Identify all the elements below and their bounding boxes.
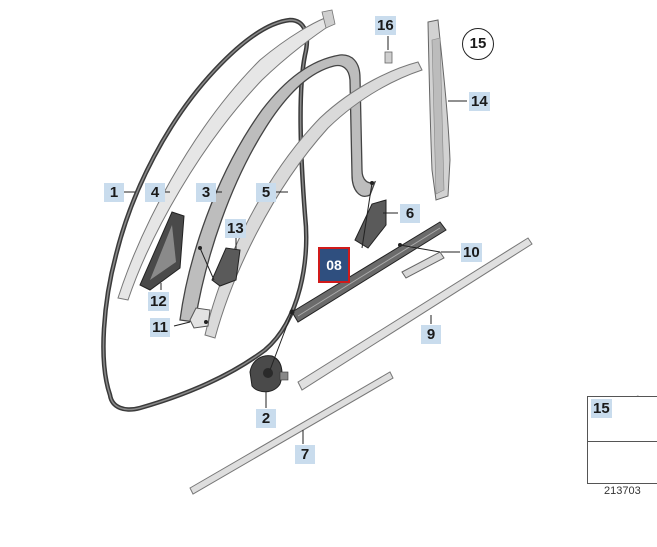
part-13-cover	[211, 247, 241, 287]
callout-3[interactable]: 3	[196, 183, 216, 202]
legend-divider	[588, 441, 657, 442]
callout-16[interactable]: 16	[375, 16, 396, 35]
leader-lines	[121, 36, 467, 444]
callout-13[interactable]: 13	[225, 219, 246, 238]
callout-9[interactable]: 9	[421, 325, 441, 344]
callout-11[interactable]: 11	[150, 318, 170, 337]
callout-14[interactable]: 14	[469, 92, 490, 111]
reference-number: 213703	[604, 485, 641, 497]
callout-7[interactable]: 7	[295, 445, 315, 464]
callout-08-selected[interactable]: 08	[318, 247, 350, 283]
callout-12[interactable]: 12	[148, 292, 169, 311]
callout-4[interactable]: 4	[145, 183, 165, 202]
part-16-clip	[384, 51, 393, 64]
part-1-door-seal	[101, 17, 310, 412]
part-10-clip	[401, 251, 445, 279]
part-6-corner	[354, 199, 387, 249]
callout-1[interactable]: 1	[104, 183, 124, 202]
legend-box: 15	[587, 396, 657, 484]
callout-15[interactable]: 15	[462, 28, 494, 60]
callout-6[interactable]: 6	[400, 204, 420, 223]
callout-5[interactable]: 5	[256, 183, 276, 202]
legend-number: 15	[591, 399, 612, 418]
part-9-strip	[297, 237, 533, 391]
callout-10[interactable]: 10	[461, 243, 482, 262]
part-3-frame-seal	[179, 54, 377, 323]
callout-2[interactable]: 2	[256, 409, 276, 428]
part-7-strip	[189, 371, 394, 495]
